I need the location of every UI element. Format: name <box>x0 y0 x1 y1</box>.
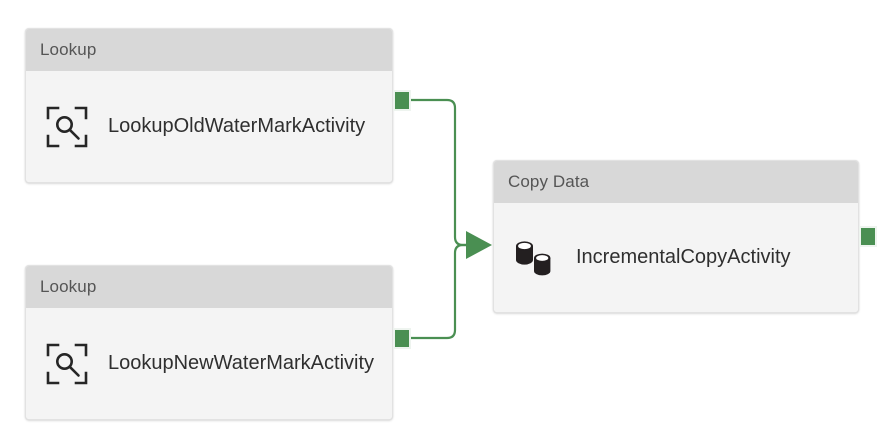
activity-type-label: Lookup <box>40 277 97 296</box>
activity-type-label: Lookup <box>40 40 97 59</box>
output-port-lookup-old-watermark[interactable] <box>393 90 411 111</box>
activity-node-body: LookupNewWaterMarkActivity <box>26 308 392 419</box>
database-cylinder-front <box>534 253 551 276</box>
activity-name-label: LookupNewWaterMarkActivity <box>108 352 375 375</box>
activity-type-label: Copy Data <box>508 172 590 191</box>
lookup-scan-icon <box>44 341 90 387</box>
activity-node-lookup-old-watermark[interactable]: Lookup LookupOldWaterMarkActivity <box>25 28 393 183</box>
activity-name-label: LookupOldWaterMarkActivity <box>108 115 366 138</box>
activity-node-incremental-copy[interactable]: Copy Data <box>493 160 859 313</box>
activity-node-body: IncrementalCopyActivity <box>494 203 858 312</box>
activity-node-type-header: Lookup <box>26 266 392 308</box>
output-port-lookup-new-watermark[interactable] <box>393 328 411 349</box>
output-port-incremental-copy[interactable] <box>859 226 877 247</box>
activity-name-label: IncrementalCopyActivity <box>576 246 791 269</box>
lookup-scan-icon <box>44 104 90 150</box>
connector-lookup-old-to-copy[interactable] <box>409 98 472 247</box>
activity-node-lookup-new-watermark[interactable]: Lookup LookupNewWaterMarkActivity <box>25 265 393 420</box>
connector-lookup-new-to-copy[interactable] <box>409 243 472 340</box>
activity-node-body: LookupOldWaterMarkActivity <box>26 71 392 182</box>
activity-node-type-header: Copy Data <box>494 161 858 203</box>
activity-node-type-header: Lookup <box>26 29 392 71</box>
database-cylinder-back <box>516 241 533 265</box>
copy-data-database-icon <box>512 235 558 281</box>
